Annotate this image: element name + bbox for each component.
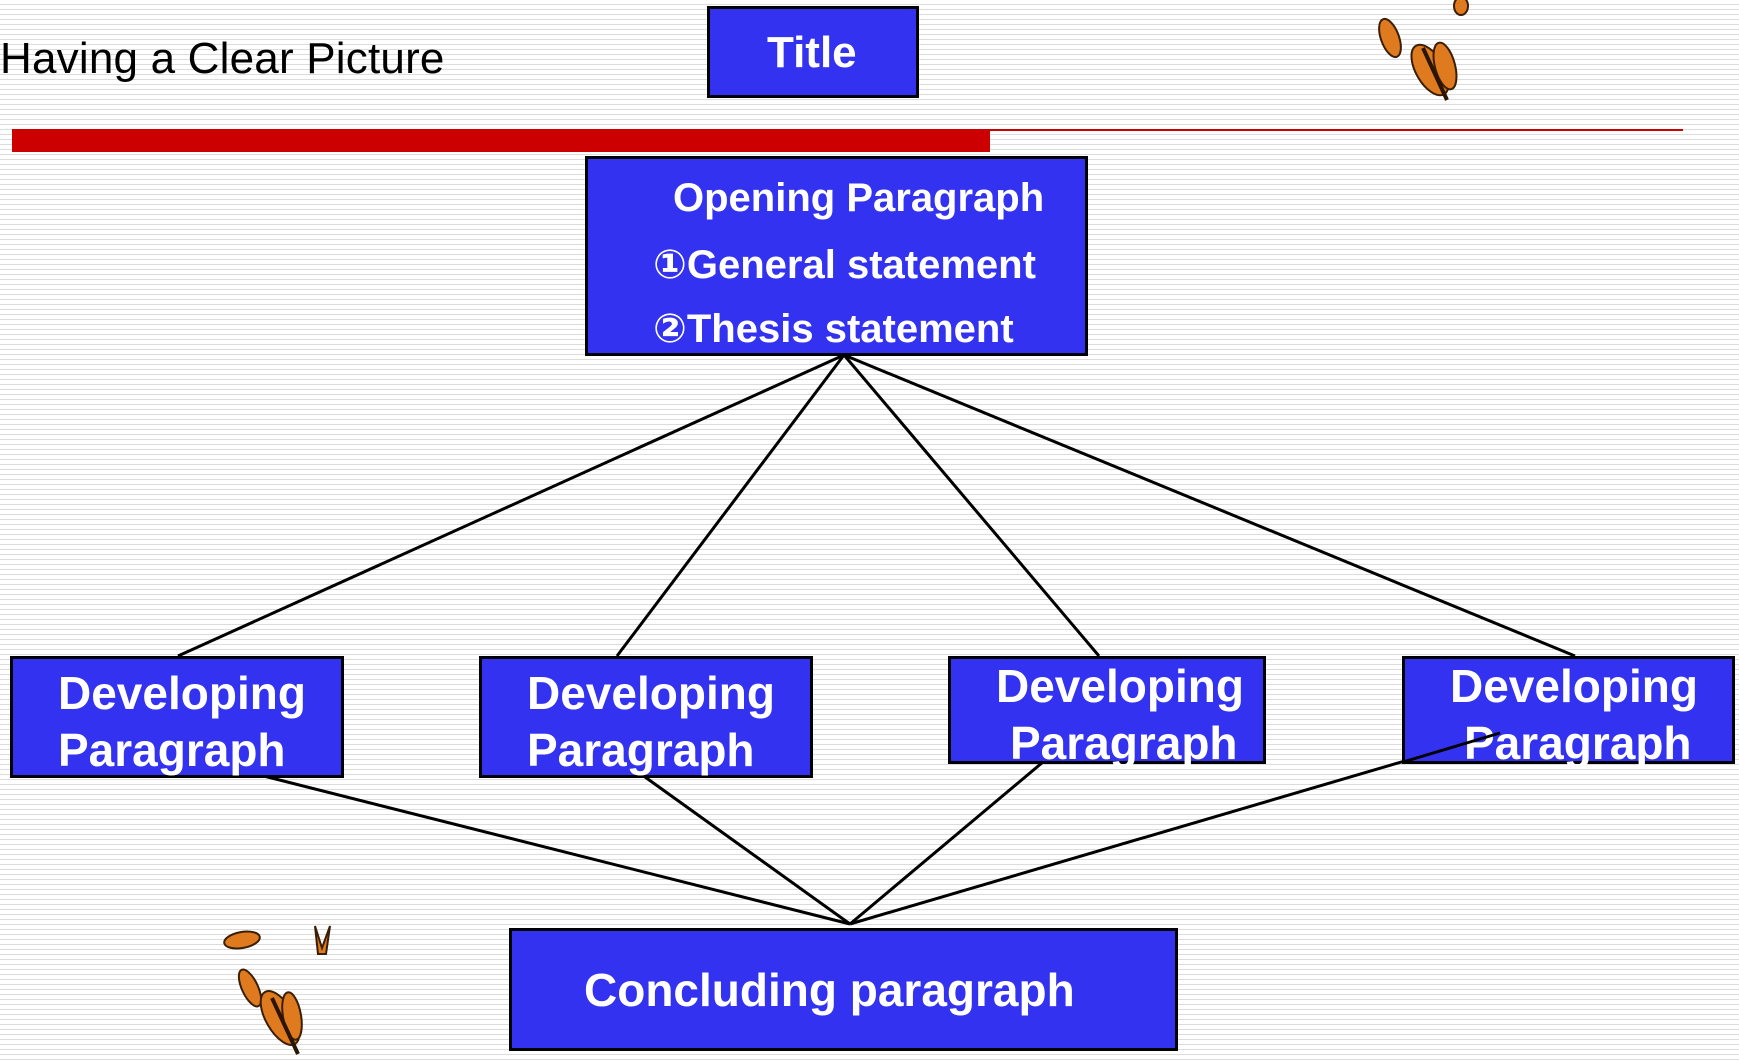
connector-dev-2-to-concluding: [644, 775, 851, 926]
developing-paragraph-4-line2: Paragraph: [1464, 717, 1692, 769]
developing-paragraph-4-line1: Developing: [1450, 660, 1698, 712]
connector-opening-to-dev-1: [177, 353, 845, 658]
developing-paragraph-1-line2: Paragraph: [58, 724, 286, 776]
connector-dev-4-overlay: [1402, 731, 1501, 764]
connector-opening-to-dev-3: [842, 354, 1101, 657]
developing-paragraph-3-line1: Developing: [996, 660, 1244, 712]
opening-general-statement: ①General statement: [653, 243, 1036, 287]
butterfly-icon: [223, 925, 331, 1055]
title-box-label: Title: [767, 28, 857, 77]
developing-paragraph-1-line1: Developing: [58, 667, 306, 719]
developing-paragraph-2-line2: Paragraph: [527, 724, 755, 776]
developing-paragraph-box-3: [948, 656, 1266, 764]
developing-paragraph-2-line1: Developing: [527, 667, 775, 719]
connector-opening-to-dev-2: [615, 354, 846, 657]
connector-dev-1-to-concluding: [207, 760, 851, 926]
accent-line: [990, 129, 1683, 131]
opening-paragraph-title: Opening Paragraph: [673, 176, 1045, 220]
opening-paragraph-box: [585, 156, 1088, 356]
connector-dev-4-to-concluding: [849, 731, 1501, 926]
developing-paragraph-box-2: [479, 656, 813, 778]
slide-heading: Having a Clear Picture: [0, 34, 445, 83]
developing-paragraph-box-1: [10, 656, 344, 778]
developing-paragraph-3-line2: Paragraph: [1010, 717, 1238, 769]
connector-dev-3-to-concluding: [849, 760, 1044, 926]
concluding-paragraph-box: [509, 928, 1178, 1051]
butterfly-icon: [1378, 0, 1469, 101]
title-box: [707, 6, 919, 98]
opening-thesis-statement: ②Thesis statement: [653, 307, 1014, 351]
accent-bar: [12, 129, 990, 152]
concluding-paragraph-label: Concluding paragraph: [584, 964, 1075, 1016]
connector-opening-to-dev-4: [843, 353, 1576, 658]
